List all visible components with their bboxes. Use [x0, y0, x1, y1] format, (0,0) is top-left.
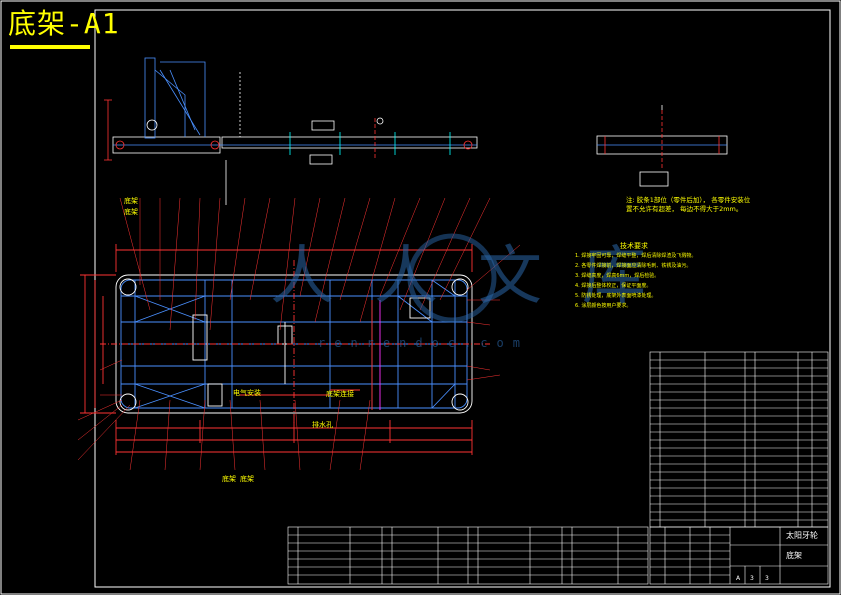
elev-label-b: 底架 [124, 208, 138, 216]
leader-lines [77, 197, 521, 471]
side-elevation-view [104, 57, 478, 205]
drawing-title: 底架-A1 [8, 7, 120, 40]
plan-label-frame-a: 底架 [222, 475, 236, 483]
title-underline [10, 45, 90, 49]
plan-label-connection: 底架连接 [326, 390, 354, 398]
plan-label-drain: 排水孔 [312, 421, 333, 429]
watermark-url: renrendoc.com [318, 336, 529, 350]
elev-label-a: 底架 [124, 197, 138, 205]
plan-label-electrical: 电气安装 [233, 389, 261, 397]
tech-req-2: 2. 各零件焊接前，焊接面应清除毛刺、铁锈及油污。 [575, 263, 692, 269]
tech-req-3: 3. 焊缝高度，焊高6mm，焊后检验。 [575, 273, 660, 279]
scale-cell-b: 3 [750, 575, 754, 582]
drawing-name: 底架 [786, 551, 802, 560]
scale-cell-c: 3 [765, 575, 769, 582]
parts-list-bottom [287, 526, 649, 585]
watermark-logo-ring [407, 233, 497, 323]
parts-list-right [649, 351, 829, 528]
detail-note: 注: 胶条1部位（零件后加）， 各零件安装位置不允许有超差， 每边不得大于2mm… [626, 196, 751, 213]
plan-view [80, 244, 490, 455]
watermark-brand: 人人文库 [270, 240, 686, 314]
plan-label-frame-b: 底架 [240, 475, 254, 483]
tech-req-5: 5. 防锈处理，底架外表面喷漆处理。 [575, 293, 657, 299]
tech-req-6: 6. 涂层颜色按用户要求。 [575, 303, 632, 309]
tech-req-title: 技术要求 [620, 242, 648, 250]
tech-req-1: 1. 焊接牢固可靠，焊缝平整，焊后清除焊渣及飞溅物。 [575, 253, 697, 259]
title-block-grid [649, 526, 829, 585]
end-view [596, 105, 728, 187]
scale-cell-a: A [736, 575, 741, 582]
company-name: 太阳牙轮 [786, 531, 818, 540]
tech-req-4: 4. 焊接后整体校正，保证平面度。 [575, 283, 652, 289]
